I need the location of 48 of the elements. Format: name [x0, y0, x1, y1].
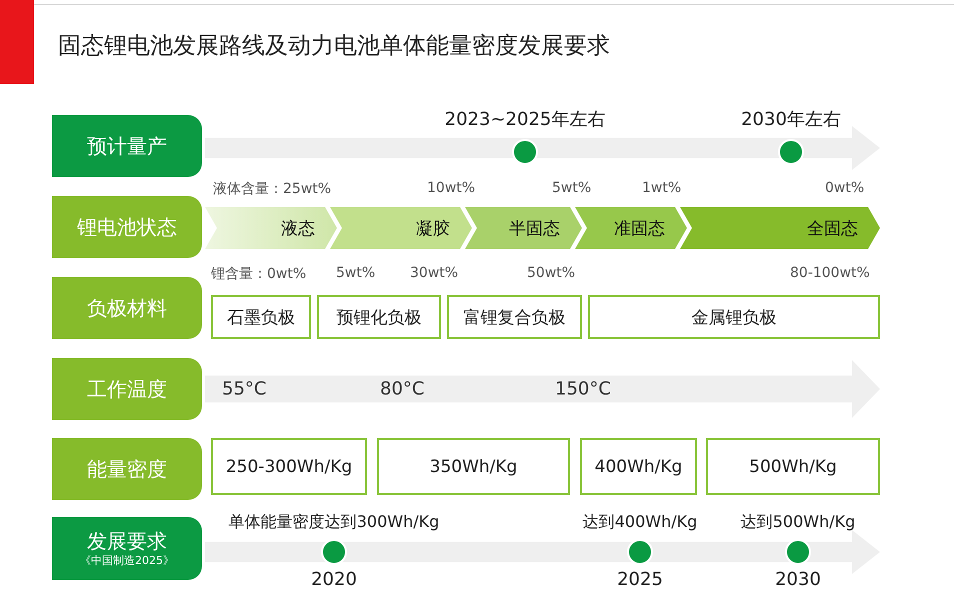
row-heading-tab: [52, 438, 202, 500]
stage-segment: 凝胶: [330, 207, 472, 249]
stage-segment: 液态: [205, 207, 337, 249]
value-label: 1wt%: [642, 180, 682, 196]
heading-note: 《中国制造2025》: [80, 554, 174, 568]
milestone-label: 2023~2025年左右: [444, 108, 606, 131]
row-heading-tab: [52, 196, 202, 258]
row-heading-tab: [52, 277, 202, 339]
value-label: 0wt%: [825, 180, 864, 196]
milestone-label: 达到500Wh/Kg: [740, 512, 856, 533]
milestone-label: 达到400Wh/Kg: [582, 512, 698, 533]
value-label: 50wt%: [527, 265, 576, 281]
row-heading: 发展要求: [87, 529, 167, 554]
value-box: 350Wh/Kg: [377, 438, 570, 495]
value-label: 80-100wt%: [790, 265, 870, 281]
value-label: 10wt%: [427, 180, 476, 196]
row-heading: 预计量产: [87, 134, 167, 158]
row-heading: 工作温度: [87, 376, 167, 402]
row-heading: 锂电池状态: [77, 214, 177, 240]
row-heading-tab: [52, 358, 202, 420]
temperature-value: 55°C: [222, 378, 266, 400]
value-label: 液体含量：25wt%: [213, 180, 332, 198]
row-heading-tab: [52, 115, 202, 177]
stage-segment: 半固态: [465, 207, 582, 249]
value-label: 5wt%: [336, 265, 376, 281]
temperature-value: 80°C: [380, 378, 424, 400]
row-heading-tab: [52, 517, 202, 580]
value-box: 富锂复合负极: [447, 295, 582, 339]
value-box: 预锂化负极: [317, 295, 441, 339]
stage-segment: 准固态: [575, 207, 687, 249]
year-label: 2025: [617, 569, 663, 590]
value-box: 250-300Wh/Kg: [211, 438, 367, 495]
row-heading: 能量密度: [87, 456, 167, 482]
temperature-value: 150°C: [555, 378, 611, 400]
value-box: 金属锂负极: [588, 295, 880, 339]
value-label: 30wt%: [410, 265, 458, 281]
value-label: 锂含量：0wt%: [211, 265, 306, 283]
stage-segment: 全固态: [680, 207, 880, 249]
value-box: 500Wh/Kg: [706, 438, 880, 495]
milestone-label: 2030年左右: [741, 108, 841, 131]
value-box: 石墨负极: [211, 295, 311, 339]
value-box: 400Wh/Kg: [580, 438, 697, 495]
year-label: 2020: [311, 569, 357, 590]
title: 固态锂电池发展路线及动力电池单体能量密度发展要求: [58, 32, 610, 61]
row-heading: 负极材料: [87, 296, 167, 320]
milestone-label: 单体能量密度达到300Wh/Kg: [228, 512, 440, 533]
year-label: 2030: [775, 569, 821, 590]
value-label: 5wt%: [552, 180, 592, 196]
